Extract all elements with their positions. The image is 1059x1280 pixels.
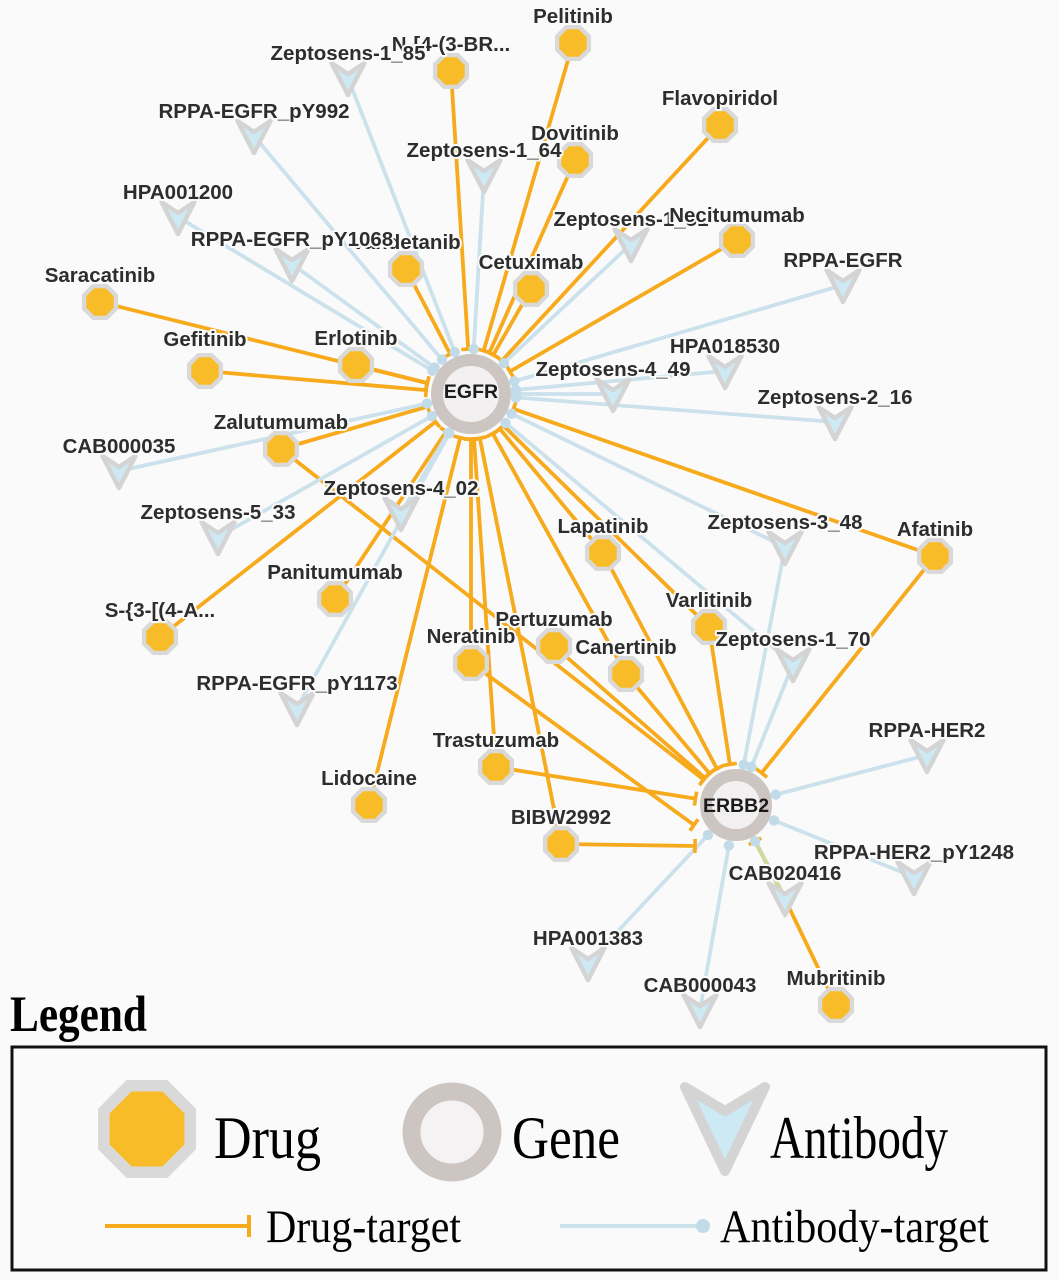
svg-text:Pelitinib: Pelitinib bbox=[533, 5, 613, 28]
svg-text:Neratinib: Neratinib bbox=[427, 625, 516, 648]
svg-text:Gefitinib: Gefitinib bbox=[163, 328, 246, 351]
svg-text:Vandetanib: Vandetanib bbox=[351, 231, 460, 254]
svg-text:EGFR: EGFR bbox=[444, 381, 498, 403]
svg-text:Pertuzumab: Pertuzumab bbox=[495, 608, 612, 631]
svg-text:Zeptosens-1_31: Zeptosens-1_31 bbox=[554, 208, 709, 231]
svg-text:Legend: Legend bbox=[10, 987, 147, 1043]
svg-text:Necitumumab: Necitumumab bbox=[669, 204, 805, 227]
svg-text:Drug: Drug bbox=[214, 1105, 321, 1171]
svg-text:Antibody: Antibody bbox=[770, 1105, 948, 1171]
svg-text:Drug-target: Drug-target bbox=[266, 1201, 461, 1253]
svg-text:CAB000035: CAB000035 bbox=[63, 435, 176, 458]
svg-text:Panitumumab: Panitumumab bbox=[267, 561, 403, 584]
svg-text:Trastuzumab: Trastuzumab bbox=[433, 729, 559, 752]
svg-text:ERBB2: ERBB2 bbox=[703, 795, 769, 817]
svg-text:Zeptosens-1_70: Zeptosens-1_70 bbox=[716, 628, 871, 651]
svg-text:Lidocaine: Lidocaine bbox=[321, 767, 417, 790]
svg-text:BIBW2992: BIBW2992 bbox=[511, 806, 611, 829]
svg-text:Lapatinib: Lapatinib bbox=[557, 515, 648, 538]
svg-text:Zeptosens-3_48: Zeptosens-3_48 bbox=[708, 511, 863, 534]
svg-text:CAB000043: CAB000043 bbox=[644, 974, 757, 997]
svg-text:Antibody-target: Antibody-target bbox=[720, 1201, 989, 1253]
svg-text:Gene: Gene bbox=[512, 1105, 620, 1171]
svg-text:Zeptosens-1_64: Zeptosens-1_64 bbox=[407, 139, 563, 162]
svg-text:HPA001200: HPA001200 bbox=[123, 181, 233, 204]
svg-text:N-[4-(3-BR...: N-[4-(3-BR... bbox=[392, 33, 510, 56]
svg-text:RPPA-EGFR: RPPA-EGFR bbox=[783, 249, 902, 272]
svg-text:Dovitinib: Dovitinib bbox=[531, 122, 619, 145]
svg-text:RPPA-HER2_pY1248: RPPA-HER2_pY1248 bbox=[814, 841, 1014, 864]
svg-text:CAB020416: CAB020416 bbox=[729, 862, 842, 885]
svg-text:RPPA-HER2: RPPA-HER2 bbox=[869, 719, 986, 742]
svg-text:Zeptosens-2_16: Zeptosens-2_16 bbox=[758, 386, 913, 409]
svg-text:Flavopiridol: Flavopiridol bbox=[662, 87, 778, 110]
svg-text:Necitumumab: Necitumumab bbox=[669, 202, 805, 225]
svg-text:Afatinib: Afatinib bbox=[897, 518, 973, 541]
svg-text:Cetuximab: Cetuximab bbox=[479, 251, 584, 274]
svg-text:RPPA-EGFR_pY1173: RPPA-EGFR_pY1173 bbox=[196, 672, 397, 695]
svg-text:HPA018530: HPA018530 bbox=[670, 335, 780, 358]
svg-text:HPA001383: HPA001383 bbox=[533, 927, 643, 950]
svg-text:S-{3-[(4-A...: S-{3-[(4-A... bbox=[105, 599, 215, 622]
svg-text:Mubritinib: Mubritinib bbox=[786, 967, 885, 990]
svg-text:Varlitinib: Varlitinib bbox=[666, 589, 753, 612]
svg-text:Zeptosens-4_02: Zeptosens-4_02 bbox=[324, 477, 479, 500]
svg-text:RPPA-EGFR_pY992: RPPA-EGFR_pY992 bbox=[158, 100, 349, 123]
svg-text:Canertinib: Canertinib bbox=[575, 636, 676, 659]
svg-text:RPPA-EGFR_pY1068: RPPA-EGFR_pY1068 bbox=[191, 228, 393, 251]
svg-text:Zeptosens-1_85: Zeptosens-1_85 bbox=[271, 42, 426, 65]
svg-text:Zeptosens-5_33: Zeptosens-5_33 bbox=[141, 501, 296, 524]
svg-text:Zalutumumab: Zalutumumab bbox=[214, 411, 348, 434]
svg-text:Zeptosens-4_49: Zeptosens-4_49 bbox=[536, 358, 691, 381]
svg-text:Erlotinib: Erlotinib bbox=[314, 327, 397, 350]
svg-text:Saracatinib: Saracatinib bbox=[45, 264, 156, 287]
